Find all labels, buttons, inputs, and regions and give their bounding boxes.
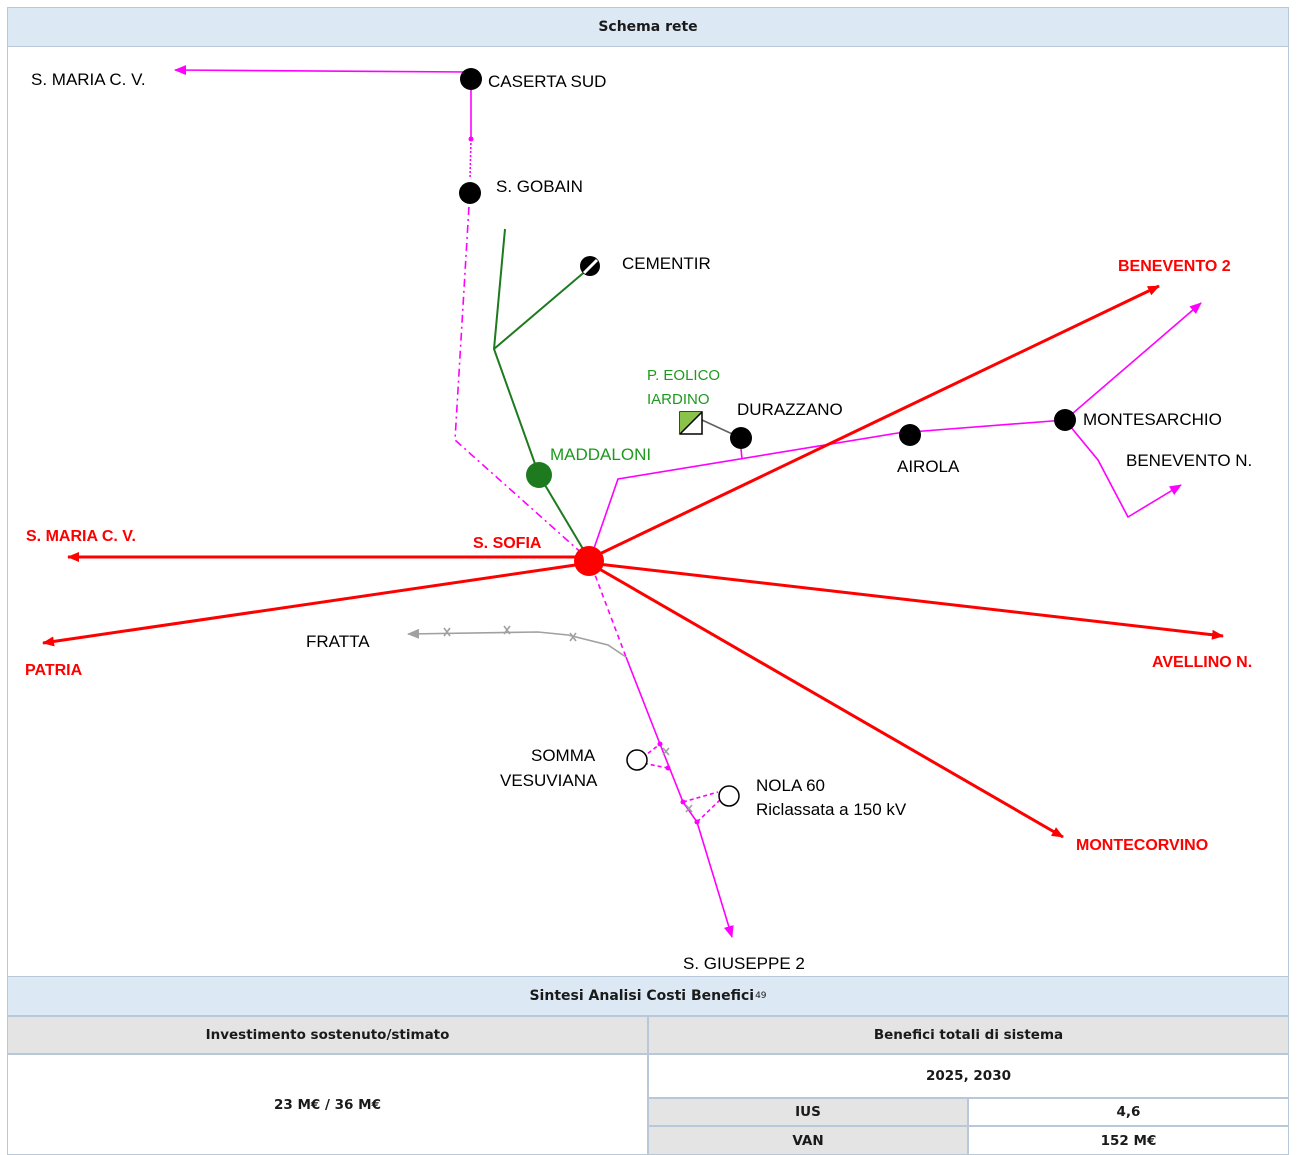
cross-mark [503,625,511,635]
col-benefits-header: Benefici totali di sistema [648,1016,1289,1054]
cross-mark [685,804,693,813]
label-montecorvino: MONTECORVINO [1076,837,1208,854]
line-sofia-montecorvino [588,561,1064,839]
label-avellino: AVELLINO N. [1152,654,1252,671]
label-somma-2: VESUVIANA [500,771,598,790]
node-durazzano [730,427,752,449]
node-montesarchio [1054,409,1076,431]
labels-green: P. EOLICO IARDINO MADDALONI [550,367,720,464]
van-value: 152 M€ [1100,1132,1157,1149]
acb-title: Sintesi Analisi Costi Benefici [529,988,755,1004]
line-caserta-gobain-dotted [469,138,472,180]
node-s-sofia [574,546,604,576]
cross-mark [569,632,577,642]
label-nola-2: Riclassata a 150 kV [756,800,907,819]
col-benefits-label: Benefici totali di sistema [873,1027,1064,1043]
line-sofia-benevento2 [588,284,1160,561]
label-s-gobain: S. GOBAIN [496,177,583,196]
years-value: 2025, 2030 [926,1068,1011,1084]
line-gobain-sofia [454,188,587,558]
ius-label: IUS [795,1104,821,1120]
line-caserta-smaria [174,65,470,76]
col-invest-label: Investimento sostenuto/stimato [205,1027,450,1043]
acb-footnote: 49 [755,991,767,1001]
ius-value: 4,6 [1116,1104,1141,1120]
invest-value-cell: 23 M€ / 36 M€ [7,1054,648,1155]
line-sofia-patria [42,561,590,647]
line-green-cementir [493,268,589,350]
label-caserta-sud: CASERTA SUD [488,72,606,91]
line-maddaloni-sofia [538,474,590,560]
node-somma-vesuviana [626,749,648,771]
lines-380kv [42,284,1224,839]
label-somma-1: SOMMA [531,746,596,765]
nola-link-2 [696,799,721,823]
label-s-giuseppe: S. GIUSEPPE 2 [683,954,805,973]
line-fratta [407,628,627,658]
label-p-eolico-2: IARDINO [647,391,710,408]
label-s-maria-red: S. MARIA C. V. [26,528,136,545]
junction-dot [694,819,700,825]
invest-value: 23 M€ / 36 M€ [274,1096,381,1113]
col-invest-header: Investimento sostenuto/stimato [7,1016,648,1054]
label-fratta: FRATTA [306,632,370,651]
label-p-eolico-1: P. EOLICO [647,367,720,384]
nola-link-1 [682,791,719,803]
label-airola: AIROLA [897,457,960,476]
line-sofia-avellino [588,561,1224,640]
labels-black: S. MARIA C. V. CASERTA SUD S. GOBAIN CEM… [31,70,1252,973]
page-frame: Schema rete [7,7,1289,1155]
stations [459,68,1076,807]
label-benevento2: BENEVENTO 2 [1118,258,1231,275]
node-caserta-sud [460,68,482,90]
schema-title: Schema rete [598,19,698,35]
label-s-maria-top: S. MARIA C. V. [31,70,146,89]
van-label: VAN [792,1132,824,1149]
tap-durazzano [740,448,743,460]
node-cementir [580,256,600,276]
somma-link-2 [636,761,669,769]
network-diagram: S. MARIA C. V. CASERTA SUD S. GOBAIN CEM… [7,47,1289,976]
node-nola [718,785,740,807]
node-maddaloni [526,462,552,488]
lines-green [492,228,590,560]
junction-dots [468,136,700,825]
label-montesarchio: MONTESARCHIO [1083,410,1222,429]
line-montesarchio-benevento-n [1064,419,1182,519]
label-maddaloni: MADDALONI [550,445,651,464]
label-benevento-n: BENEVENTO N. [1126,451,1252,470]
node-airola [899,424,921,446]
junction-dot [680,799,686,805]
cross-mark [662,747,670,756]
junction-dot [665,765,671,771]
line-sofia-montesarchio [590,302,1202,558]
ius-value-cell: 4,6 [968,1098,1289,1126]
line-south-sgiuseppe [625,656,734,938]
line-green-north [492,228,540,476]
somma-link-1 [636,743,661,763]
junction-dot [468,136,474,142]
labels-red: BENEVENTO 2 S. MARIA C. V. S. SOFIA PATR… [25,258,1252,854]
label-durazzano: DURAZZANO [737,400,843,419]
years-cell: 2025, 2030 [648,1054,1289,1098]
label-nola-1: NOLA 60 [756,776,825,795]
label-patria: PATRIA [25,662,83,679]
node-p-eolico [679,411,703,435]
node-s-gobain [459,182,481,204]
junction-dot [657,741,663,747]
cross-mark [443,627,451,637]
ius-label-cell: IUS [648,1098,968,1126]
label-cementir: CEMENTIR [622,254,711,273]
network-svg: S. MARIA C. V. CASERTA SUD S. GOBAIN CEM… [25,65,1252,973]
label-s-sofia: S. SOFIA [473,535,542,552]
schema-header: Schema rete [7,7,1289,47]
